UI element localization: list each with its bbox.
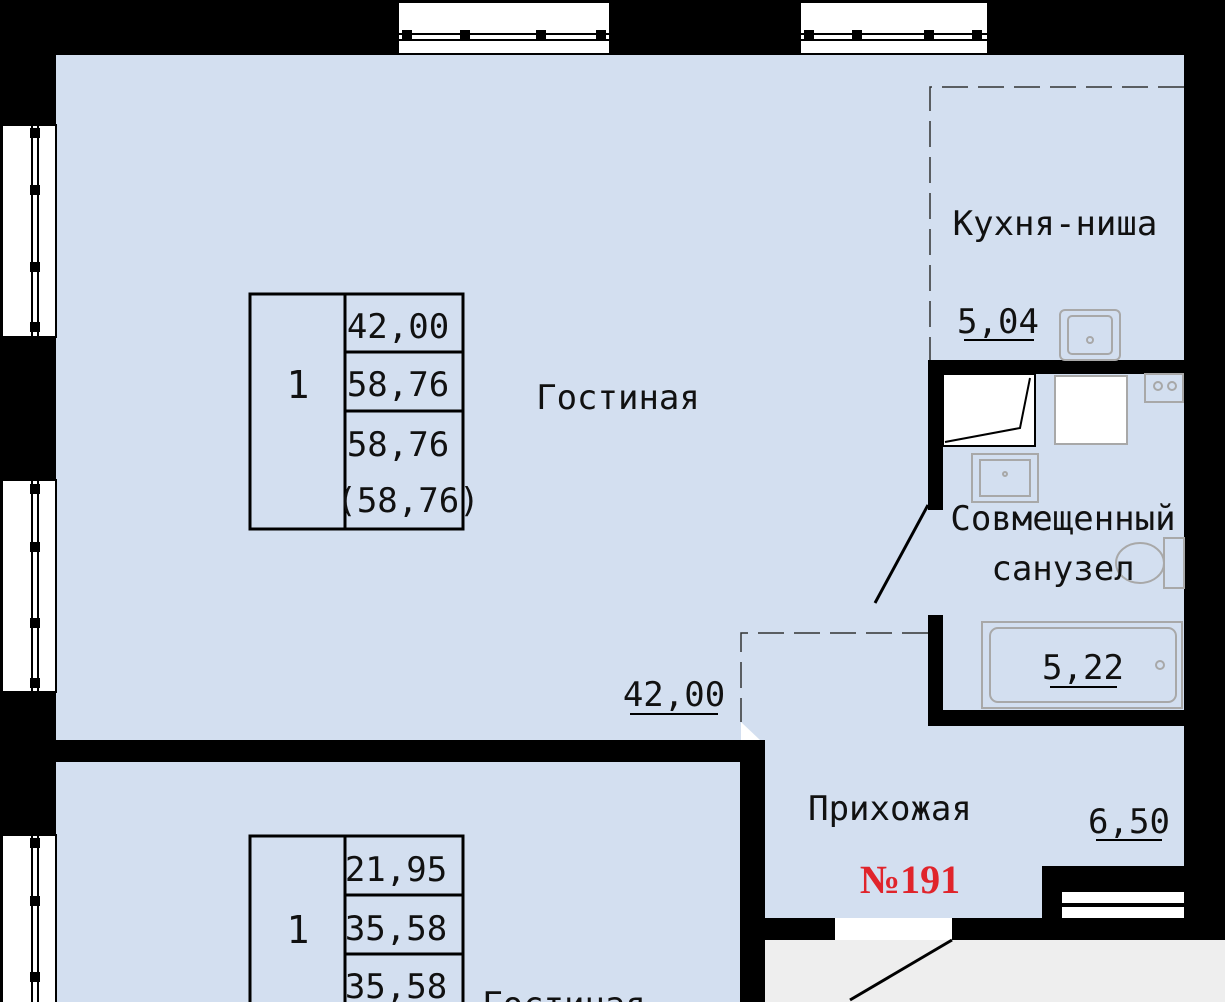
bathroom-name-line2: санузел	[991, 549, 1134, 589]
living-bottom-name: Гостиная	[482, 985, 646, 1002]
area-table-top	[248, 292, 465, 531]
area-table-bottom-rooms: 1	[287, 908, 310, 952]
window-left-3	[1, 834, 57, 1002]
area-table-bottom	[248, 834, 465, 1002]
bathroom-area: 5,22	[1042, 648, 1124, 688]
area-table-top-row3: 58,76	[347, 425, 449, 465]
area-table-top-row4: (58,76)	[336, 481, 479, 521]
bathtub-icon	[981, 621, 1183, 709]
kitchen-sink-icon	[1059, 309, 1121, 361]
living-top-name: Гостиная	[536, 378, 700, 418]
area-table-top-rooms: 1	[287, 363, 310, 407]
corner-mark	[741, 722, 760, 740]
area-table-bottom-row1: 21,95	[345, 850, 447, 890]
living-top-area: 42,00	[623, 675, 725, 715]
kitchen-niche-name: Кухня-ниша	[953, 204, 1158, 244]
washbasin-icon	[971, 453, 1039, 503]
area-table-top-row2: 58,76	[347, 365, 449, 405]
shower-tray-icon	[942, 373, 1036, 447]
fridge-icon	[1054, 375, 1128, 445]
area-table-bottom-row3: 35,58	[345, 967, 447, 1002]
stair-area	[765, 940, 1225, 1002]
hallway-area: 6,50	[1088, 802, 1170, 842]
floor-living-bottom	[56, 762, 740, 1002]
vent-grille	[1062, 892, 1184, 918]
dashed-zone-lines	[740, 86, 1184, 722]
hallway-name: Прихожая	[808, 789, 972, 829]
entrance-door	[849, 938, 953, 1002]
window-top-right	[799, 1, 989, 55]
apartment-number: №191	[860, 857, 960, 902]
window-left-1	[1, 124, 57, 338]
kitchen-niche-area: 5,04	[957, 302, 1039, 342]
window-left-2	[1, 479, 57, 693]
area-table-top-row1: 42,00	[347, 307, 449, 347]
toilet-icon	[1115, 537, 1185, 589]
stove-icon	[1144, 373, 1184, 403]
bathroom-name-line1: Совмещенный	[950, 499, 1175, 539]
window-top-left	[397, 1, 611, 55]
bathroom-door	[873, 504, 930, 604]
area-table-bottom-row2: 35,58	[345, 909, 447, 949]
